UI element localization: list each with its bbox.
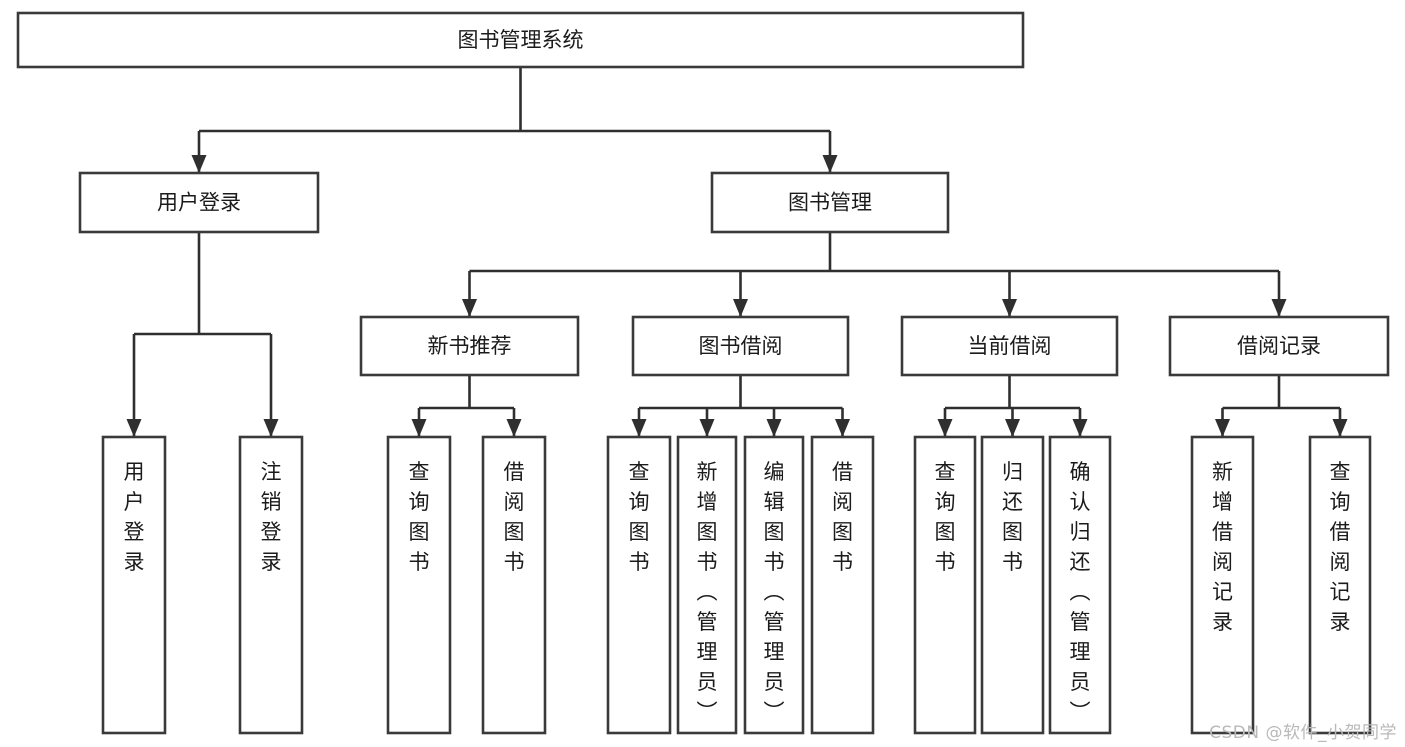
node-label-leaf-add-book: 新增图书︵管理员︶	[697, 460, 718, 724]
node-leaf-user-login[interactable]: 用户登录	[101, 435, 167, 735]
arrow-head-icon	[1215, 419, 1230, 437]
node-label-leaf-confirm-return: 确认归还︵管理员︶	[1070, 460, 1091, 724]
node-box-book-borrow[interactable]	[631, 315, 850, 377]
node-book-borrow[interactable]: 图书借阅	[631, 315, 850, 377]
arrow-head-icon	[191, 155, 207, 173]
arrow-head-icon	[263, 419, 279, 437]
node-book-manage[interactable]: 图书管理	[710, 171, 950, 234]
node-box-leaf-query-book-recommend[interactable]	[386, 435, 452, 735]
arrow-head-icon	[733, 299, 748, 317]
node-box-leaf-query-borrow-record[interactable]	[1308, 435, 1372, 735]
node-leaf-confirm-return[interactable]: 确认归还︵管理员︶	[1048, 435, 1112, 735]
node-box-leaf-query-book-borrow[interactable]	[606, 435, 672, 735]
node-box-leaf-query-book-current[interactable]	[913, 435, 977, 735]
node-box-leaf-logout[interactable]	[238, 435, 304, 735]
arrow-head-icon	[699, 419, 715, 437]
node-label-book-borrow: 图书借阅	[699, 334, 783, 358]
node-box-new-book-recommend[interactable]	[359, 315, 580, 377]
node-root[interactable]: 图书管理系统	[16, 11, 1025, 69]
arrow-head-icon	[835, 419, 850, 437]
node-label-book-manage: 图书管理	[788, 191, 872, 215]
node-box-current-borrow[interactable]	[900, 315, 1119, 377]
arrow-head-icon	[462, 299, 477, 317]
node-box-book-manage[interactable]	[710, 171, 950, 234]
arrow-head-icon	[126, 419, 142, 437]
node-label-leaf-borrow-book: 借阅图书	[832, 460, 853, 574]
node-label-leaf-return-book: 归还图书	[1002, 460, 1023, 574]
node-label-current-borrow: 当前借阅	[968, 334, 1052, 358]
node-leaf-edit-book[interactable]: 编辑图书︵管理员︶	[743, 435, 805, 735]
node-label-leaf-borrow-book-recommend: 借阅图书	[504, 460, 525, 574]
node-label-root: 图书管理系统	[458, 28, 584, 52]
arrow-head-icon	[411, 419, 427, 437]
node-borrow-record[interactable]: 借阅记录	[1168, 315, 1390, 377]
node-box-leaf-add-book[interactable]	[676, 435, 738, 735]
node-leaf-query-borrow-record[interactable]: 查询借阅记录	[1308, 435, 1372, 735]
node-box-leaf-borrow-book-recommend[interactable]	[481, 435, 547, 735]
node-label-leaf-user-login: 用户登录	[124, 460, 145, 574]
node-leaf-add-borrow-record[interactable]: 新增借阅记录	[1190, 435, 1255, 735]
node-leaf-borrow-book[interactable]: 借阅图书	[810, 435, 875, 735]
arrow-head-icon	[937, 419, 953, 437]
node-leaf-query-book-borrow[interactable]: 查询图书	[606, 435, 672, 735]
node-leaf-logout[interactable]: 注销登录	[238, 435, 304, 735]
node-user-login[interactable]: 用户登录	[78, 171, 320, 234]
node-leaf-query-book-recommend[interactable]: 查询图书	[386, 435, 452, 735]
node-label-leaf-query-borrow-record: 查询借阅记录	[1330, 460, 1351, 634]
node-box-user-login[interactable]	[78, 171, 320, 234]
arrow-head-icon	[766, 419, 782, 437]
node-box-leaf-return-book[interactable]	[980, 435, 1045, 735]
node-box-leaf-add-borrow-record[interactable]	[1190, 435, 1255, 735]
node-box-root[interactable]	[16, 11, 1025, 69]
arrow-head-icon	[1005, 419, 1020, 437]
arrow-head-icon	[1072, 419, 1088, 437]
node-label-leaf-query-book-current: 查询图书	[935, 460, 956, 574]
arrow-head-icon	[1332, 419, 1348, 437]
node-leaf-add-book[interactable]: 新增图书︵管理员︶	[676, 435, 738, 735]
node-leaf-query-book-current[interactable]: 查询图书	[913, 435, 977, 735]
edges-layer	[126, 67, 1348, 437]
csdn-watermark: CSDN @软件_小贺同学	[1209, 723, 1397, 743]
arrow-head-icon	[631, 419, 647, 437]
node-label-leaf-add-borrow-record: 新增借阅记录	[1212, 460, 1233, 634]
node-current-borrow[interactable]: 当前借阅	[900, 315, 1119, 377]
node-label-borrow-record: 借阅记录	[1237, 334, 1321, 358]
node-label-leaf-query-book-recommend: 查询图书	[409, 460, 430, 574]
node-box-leaf-edit-book[interactable]	[743, 435, 805, 735]
nodes-layer: 图书管理系统用户登录图书管理新书推荐图书借阅当前借阅借阅记录用户登录注销登录查询…	[16, 11, 1390, 735]
arrow-head-icon	[1002, 299, 1017, 317]
node-box-leaf-user-login[interactable]	[101, 435, 167, 735]
arrow-head-icon	[506, 419, 522, 437]
node-box-leaf-confirm-return[interactable]	[1048, 435, 1112, 735]
node-label-user-login: 用户登录	[157, 191, 241, 215]
node-new-book-recommend[interactable]: 新书推荐	[359, 315, 580, 377]
node-label-leaf-edit-book: 编辑图书︵管理员︶	[764, 460, 785, 724]
node-leaf-borrow-book-recommend[interactable]: 借阅图书	[481, 435, 547, 735]
node-label-new-book-recommend: 新书推荐	[428, 334, 512, 358]
node-box-leaf-borrow-book[interactable]	[810, 435, 875, 735]
node-box-borrow-record[interactable]	[1168, 315, 1390, 377]
arrow-head-icon	[1271, 299, 1287, 317]
arrow-head-icon	[822, 155, 838, 173]
node-label-leaf-query-book-borrow: 查询图书	[629, 460, 650, 574]
node-label-leaf-logout: 注销登录	[261, 460, 282, 574]
node-leaf-return-book[interactable]: 归还图书	[980, 435, 1045, 735]
